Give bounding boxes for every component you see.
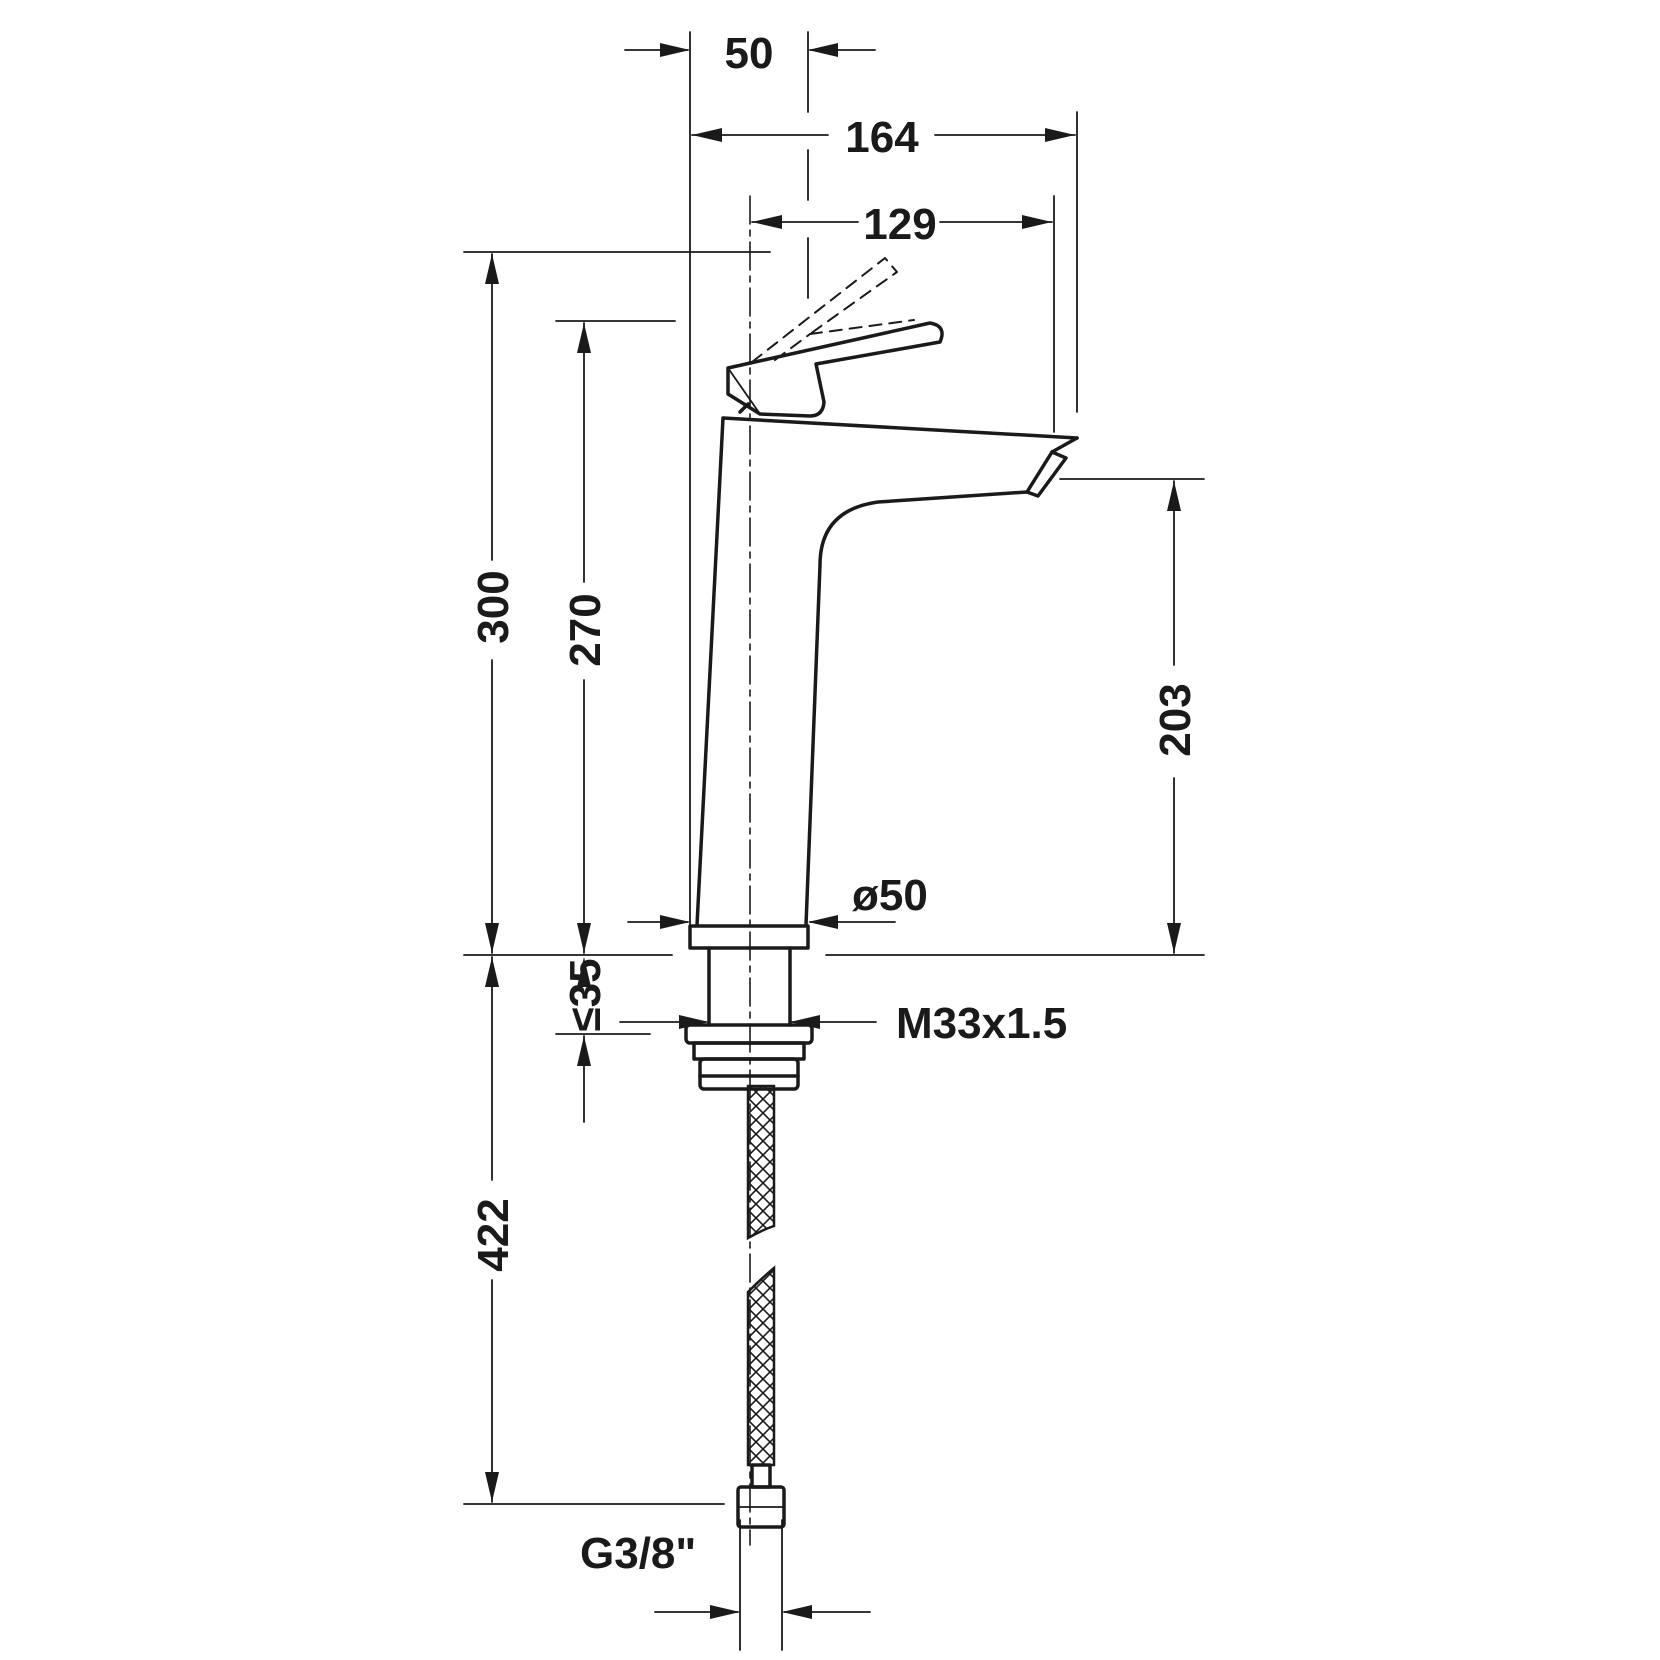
dim-spout-height-label: 203 xyxy=(1151,683,1200,756)
dim-deck-thickness: ≤35 xyxy=(561,957,610,1123)
dim-body-height: 270 xyxy=(561,322,610,954)
dim-deck-thickness-label: ≤35 xyxy=(561,958,610,1031)
dim-spout-reach-label: 129 xyxy=(863,200,936,249)
mounting-shank xyxy=(684,946,814,1091)
extension-lines xyxy=(463,31,1205,1651)
dim-body-diameter-label: ø50 xyxy=(852,871,928,920)
dim-thread: M33x1.5 xyxy=(619,999,1067,1048)
dim-spout-height: 203 xyxy=(1151,480,1200,954)
dim-body-diameter: ø50 xyxy=(627,871,928,929)
dim-connection: G3/8" xyxy=(580,1529,871,1619)
dim-hose-length-label: 422 xyxy=(469,1198,518,1271)
lever-open-position xyxy=(751,257,915,363)
dim-total-height: 300 xyxy=(469,253,518,954)
dim-handle-width: 50 xyxy=(624,29,876,78)
faucet-body xyxy=(688,416,1079,950)
flexible-hose xyxy=(736,1084,786,1529)
dim-overall-depth-label: 164 xyxy=(845,113,919,162)
lever-handle xyxy=(726,321,944,418)
dim-spout-reach: 129 xyxy=(751,200,1053,249)
dim-connection-label: G3/8" xyxy=(580,1529,696,1578)
dim-handle-width-label: 50 xyxy=(725,29,774,78)
dim-hose-length: 422 xyxy=(469,956,518,1503)
dim-body-height-label: 270 xyxy=(561,593,610,666)
dim-overall-depth: 164 xyxy=(691,113,1076,162)
dim-thread-label: M33x1.5 xyxy=(896,999,1067,1048)
dim-total-height-label: 300 xyxy=(469,570,518,643)
